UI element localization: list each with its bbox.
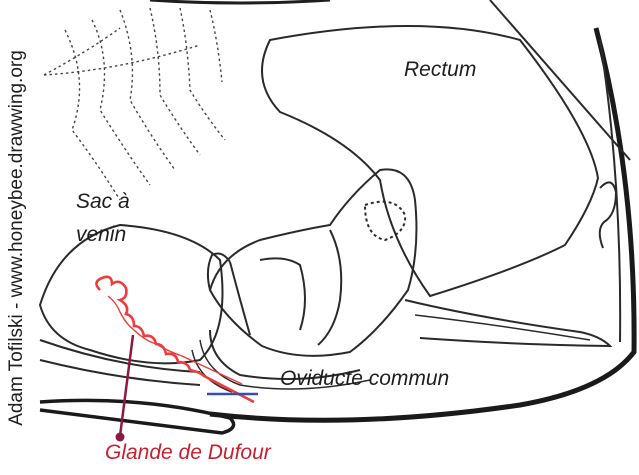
oviduct	[405, 300, 610, 346]
header-stroke	[150, 0, 330, 3]
body-wall-outer	[210, 28, 634, 420]
label-oviducte-commun: Oviducte commun	[280, 367, 449, 391]
label-sac-line2: venin	[76, 223, 126, 247]
label-rectum: Rectum	[404, 58, 476, 82]
oviduct-inner	[415, 315, 590, 340]
sting-apparatus	[208, 169, 417, 355]
rectum-fold	[600, 182, 616, 248]
label-glande-de-dufour: Glande de Dufour	[105, 441, 271, 465]
abdomen-bottom	[40, 400, 234, 433]
dotted-structures	[44, 8, 225, 200]
label-sac-line1: Sac à	[76, 190, 130, 214]
